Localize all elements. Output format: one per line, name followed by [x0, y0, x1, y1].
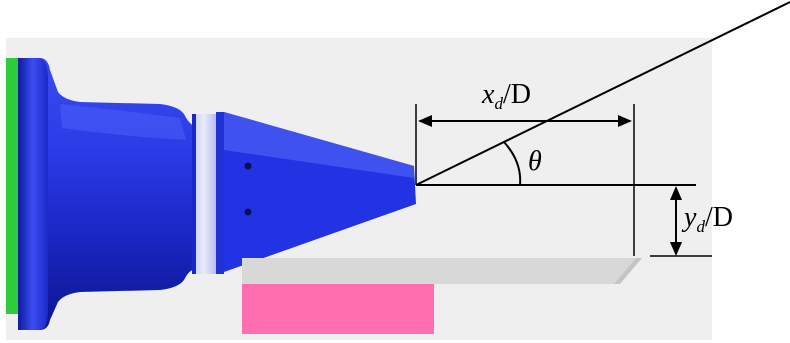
cone-highlight [224, 112, 414, 178]
collar-edge-left [192, 114, 196, 274]
pink-target [242, 284, 434, 334]
flange-rim [18, 58, 48, 330]
flange-green-face [6, 58, 18, 314]
body-highlight [60, 104, 186, 140]
cone-hole-bottom [244, 208, 252, 216]
y-arrowhead-bottom [670, 242, 682, 256]
theta-label: θ [528, 146, 542, 177]
jet-trajectory-line [415, 1, 790, 186]
x-arrowhead-right [618, 115, 632, 127]
y-dimension-label: yd/D [681, 202, 733, 236]
x-dimension-label: xd/D [481, 79, 531, 113]
y-arrowhead-top [670, 186, 682, 200]
x-arrowhead-left [418, 115, 432, 127]
gray-plate [242, 258, 636, 284]
cone-hole-top [244, 162, 252, 170]
theta-arc [503, 141, 522, 186]
nozzle-collar-cap [216, 112, 224, 274]
gray-plate-edge [614, 258, 642, 284]
